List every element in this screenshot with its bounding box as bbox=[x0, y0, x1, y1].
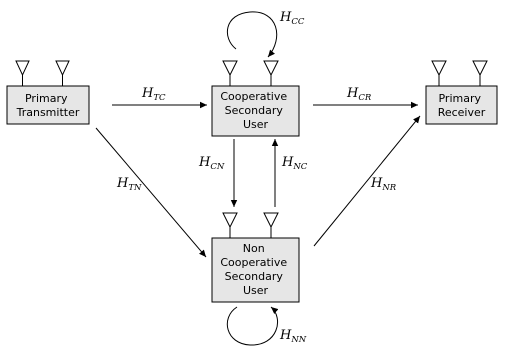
antenna-icon-pr-2 bbox=[472, 60, 488, 86]
node-label-line: Receiver bbox=[438, 106, 486, 119]
svg-text:Primary Transmitter: Primary Transmitter bbox=[16, 92, 80, 119]
node-label-line: User bbox=[243, 118, 269, 131]
edge-nr bbox=[313, 115, 421, 247]
label-h-nc: HNC bbox=[281, 155, 308, 172]
node-label-line: User bbox=[243, 284, 269, 297]
self-loop-cc bbox=[227, 11, 278, 58]
node-label-line: Non bbox=[243, 242, 265, 255]
antenna-icon-ncsu-2 bbox=[263, 212, 279, 238]
svg-text:Primary Receiver: Primary Receiver bbox=[438, 92, 486, 119]
self-loop-nn bbox=[226, 306, 279, 346]
cooperative-secondary-user-node: Cooperative Secondary User bbox=[211, 85, 300, 137]
antenna-icon-ncsu-1 bbox=[222, 212, 238, 238]
antenna-icon-csu-2 bbox=[263, 60, 279, 86]
antenna-icon-csu-1 bbox=[222, 60, 238, 86]
node-label-line: Primary bbox=[438, 92, 481, 105]
label-h-cr: HCR bbox=[346, 86, 372, 103]
non-cooperative-secondary-user-node: Non Cooperative Secondary User bbox=[211, 237, 300, 303]
label-h-tc: HTC bbox=[141, 86, 166, 103]
svg-text:Non Cooperative Se: Non Cooperative Secondary User bbox=[220, 242, 290, 297]
node-label-line: Cooperative bbox=[220, 90, 287, 103]
node-label-line: Primary bbox=[25, 92, 68, 105]
label-h-tn: HTN bbox=[116, 176, 142, 193]
node-label-line: Transmitter bbox=[16, 106, 80, 119]
node-label-line: Secondary bbox=[225, 270, 284, 283]
antenna-icon-pt-1 bbox=[15, 60, 30, 86]
label-h-nn: HNN bbox=[279, 328, 307, 345]
primary-transmitter-node: Primary Transmitter bbox=[6, 85, 90, 125]
node-label-line: Cooperative bbox=[220, 256, 287, 269]
svg-text:Cooperative Secondary: Cooperative Secondary User bbox=[220, 90, 290, 131]
label-h-cn: HCN bbox=[198, 155, 225, 172]
label-h-cc: HCC bbox=[279, 10, 305, 27]
primary-receiver-node: Primary Receiver bbox=[425, 85, 498, 125]
antenna-icon-pr-1 bbox=[431, 60, 447, 86]
node-label-line: Secondary bbox=[225, 104, 284, 117]
edge-tn bbox=[95, 127, 207, 258]
antenna-icon-pt-2 bbox=[55, 60, 70, 86]
label-h-nr: HNR bbox=[370, 176, 397, 193]
